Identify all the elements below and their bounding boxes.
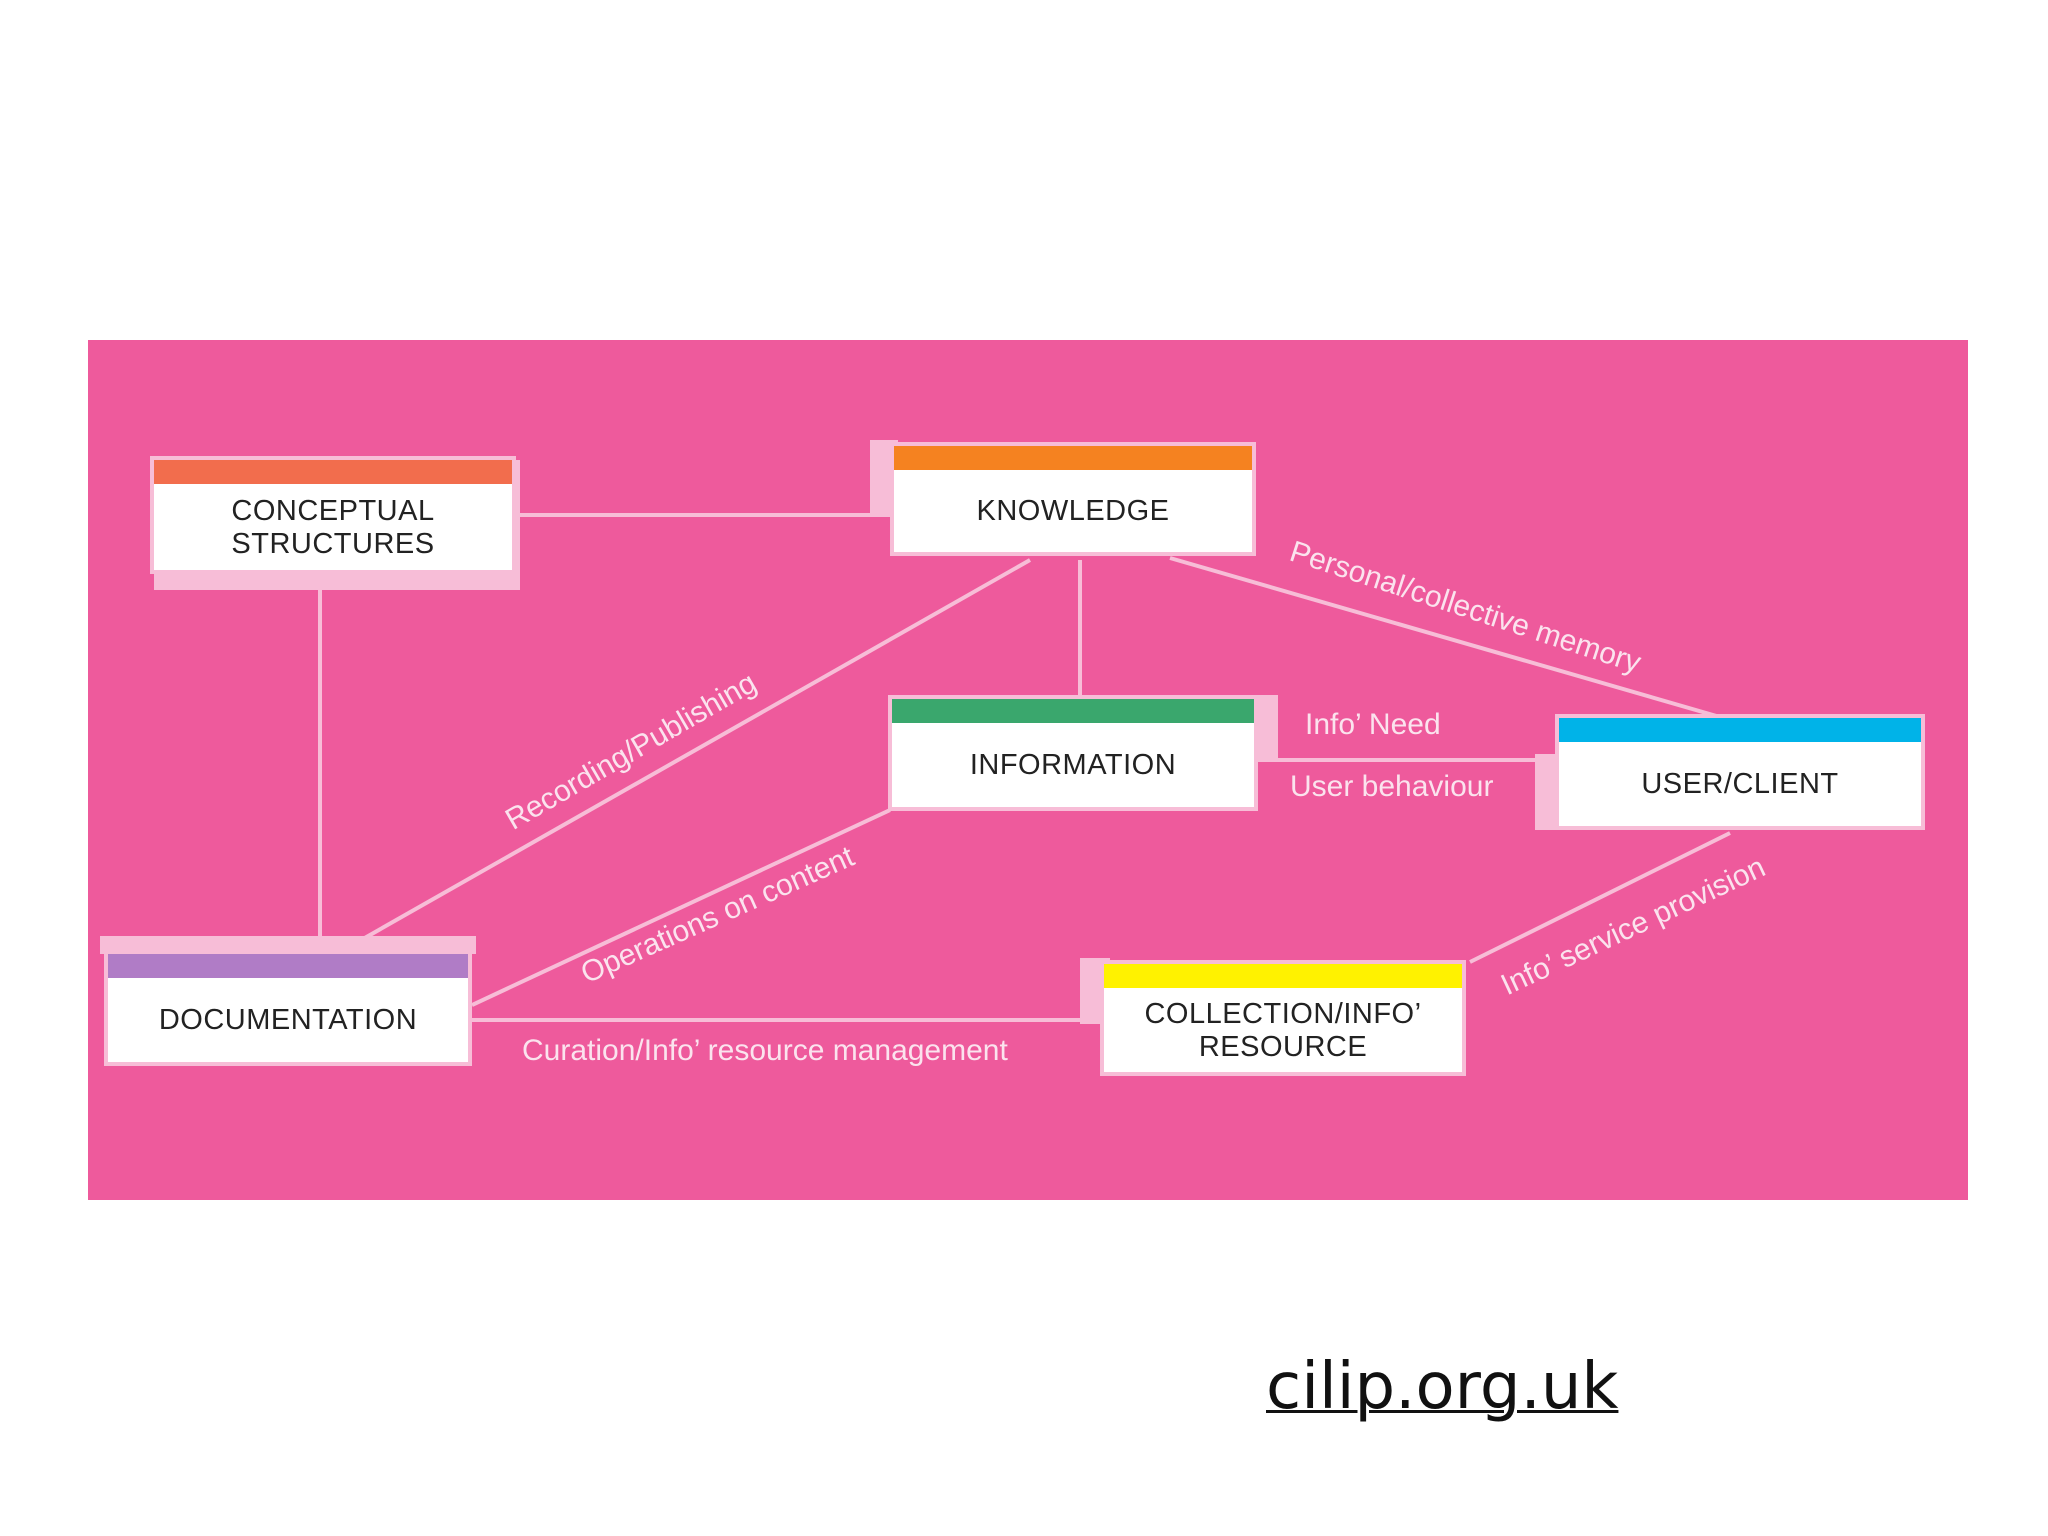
node-label: KNOWLEDGE bbox=[976, 495, 1170, 528]
edge-collection-user bbox=[1469, 831, 1731, 964]
node-box: DOCUMENTATION bbox=[104, 950, 472, 1066]
node-label: INFORMATION bbox=[969, 749, 1177, 782]
node-color-bar bbox=[892, 699, 1254, 723]
node-box: INFORMATION bbox=[888, 695, 1258, 811]
node-label: USER/CLIENT bbox=[1641, 768, 1839, 801]
edge-label-user-behaviour: User behaviour bbox=[1290, 770, 1494, 803]
node-color-bar bbox=[1559, 718, 1921, 742]
node-knowledge: KNOWLEDGE bbox=[870, 440, 1260, 560]
node-box: CONCEPTUAL STRUCTURES bbox=[150, 456, 516, 574]
edge-knowledge-documentation bbox=[339, 558, 1031, 954]
node-color-bar bbox=[108, 954, 468, 978]
node-box: KNOWLEDGE bbox=[890, 442, 1256, 556]
edge-information-documentation bbox=[471, 808, 891, 1007]
source-link[interactable]: cilip.org.uk bbox=[1266, 1350, 1619, 1424]
node-label: DOCUMENTATION bbox=[158, 1004, 418, 1037]
node-collection-resource: COLLECTION/INFO’ RESOURCE bbox=[1080, 958, 1470, 1078]
node-box: COLLECTION/INFO’ RESOURCE bbox=[1100, 960, 1466, 1076]
edge-label-curation: Curation/Info’ resource management bbox=[522, 1034, 1008, 1067]
edge-knowledge-user bbox=[1169, 556, 1721, 719]
edge-label-info-need: Info’ Need bbox=[1305, 708, 1441, 741]
node-box: USER/CLIENT bbox=[1555, 714, 1925, 830]
node-conceptual-structures: CONCEPTUAL STRUCTURES bbox=[150, 456, 520, 590]
node-color-bar bbox=[1104, 964, 1462, 988]
node-documentation: DOCUMENTATION bbox=[100, 936, 476, 1070]
node-shadow bbox=[100, 936, 476, 954]
node-user-client: USER/CLIENT bbox=[1535, 714, 1927, 834]
node-information: INFORMATION bbox=[888, 695, 1280, 815]
node-label: CONCEPTUAL STRUCTURES bbox=[231, 494, 435, 560]
node-label: COLLECTION/INFO’ RESOURCE bbox=[1144, 997, 1422, 1063]
node-color-bar bbox=[894, 446, 1252, 470]
node-color-bar bbox=[154, 460, 512, 484]
